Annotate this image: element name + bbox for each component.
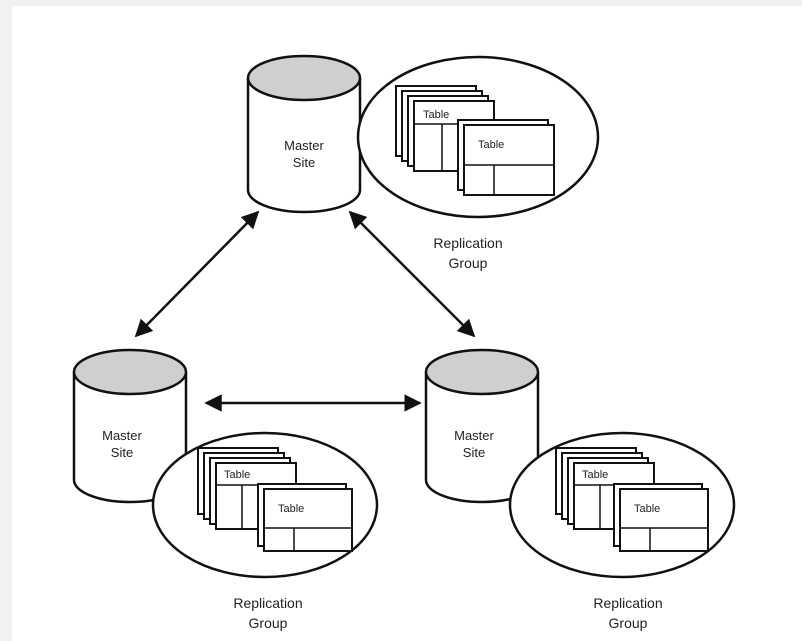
- table-stack-left-2: Table: [257, 483, 353, 552]
- connection-arrow-top-right: [348, 210, 476, 338]
- connection-arrow-top-left: [134, 210, 260, 338]
- replication-group-left: Table Table Replication Group: [151, 431, 379, 631]
- table-stack-top-2: Table: [457, 119, 555, 196]
- table-label: Table: [634, 503, 660, 515]
- replication-group-label-left-line2: Group: [249, 615, 288, 631]
- master-site-label-right-line1: Master: [454, 428, 494, 443]
- table-label: Table: [224, 469, 250, 481]
- replication-group-label-left-line1: Replication: [233, 595, 302, 611]
- master-site-label-left-line2: Site: [111, 445, 133, 460]
- replication-group-right: Table Table Replication Group: [508, 431, 736, 631]
- replication-group-label-right-line2: Group: [609, 615, 648, 631]
- table-stack-right-1: Table: [555, 447, 655, 530]
- table-label: Table: [478, 139, 504, 151]
- master-site-label-left-line1: Master: [102, 428, 142, 443]
- table-stack-right-2: Table: [613, 483, 709, 552]
- table-label: Table: [423, 109, 449, 121]
- table-label: Table: [278, 503, 304, 515]
- replication-group-label-top-line2: Group: [449, 255, 488, 271]
- master-site-label-top-line1: Master: [284, 138, 324, 153]
- replication-group-top: Table Table Replication Group: [356, 55, 600, 271]
- master-site-top: Master Site: [246, 54, 362, 214]
- master-site-label-top-line2: Site: [293, 155, 315, 170]
- master-site-right: Master Site: [424, 348, 540, 504]
- table-label: Table: [582, 469, 608, 481]
- replication-group-label-right-line1: Replication: [593, 595, 662, 611]
- master-site-label-right-line2: Site: [463, 445, 485, 460]
- replication-group-label-top-line1: Replication: [433, 235, 502, 251]
- master-site-left: Master Site: [72, 348, 188, 504]
